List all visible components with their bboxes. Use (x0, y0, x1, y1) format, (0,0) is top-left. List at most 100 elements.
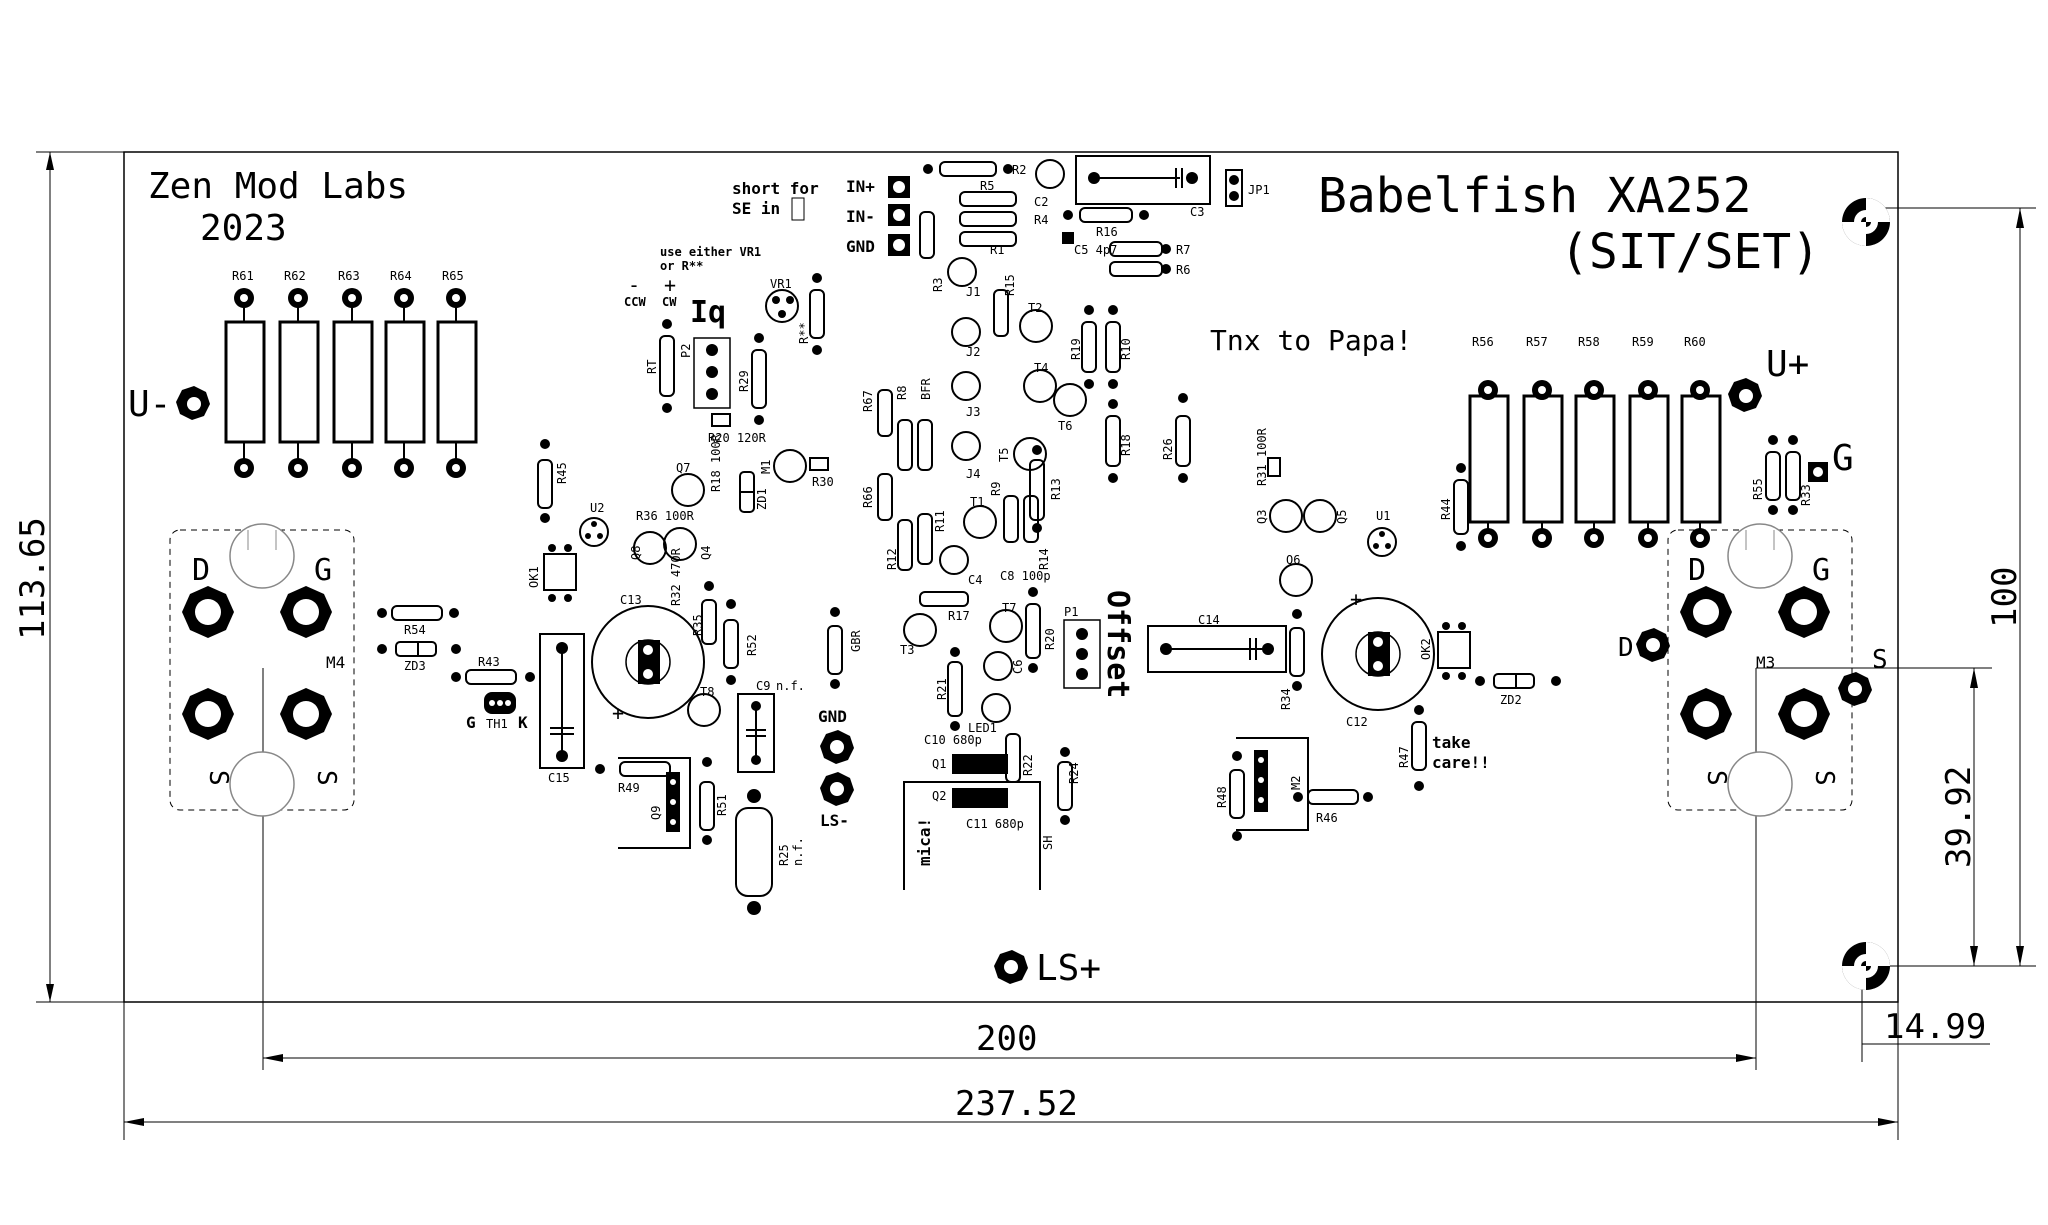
svg-text:P1: P1 (1064, 605, 1078, 619)
svg-text:IN-: IN- (846, 207, 875, 226)
jfet-j1: J1 (947, 257, 980, 299)
jfet-j3: J3 (951, 371, 981, 419)
svg-text:J3: J3 (966, 405, 980, 419)
svg-text:R57: R57 (1526, 335, 1548, 349)
svg-text:T2: T2 (1028, 301, 1042, 315)
svg-text:n.f.: n.f. (776, 679, 805, 693)
mosfet-footprint-m3: D G M3 S S (1667, 523, 1853, 817)
resistor-r4: R4 (959, 211, 1048, 227)
small-capacitors: C2 C4 C6 LED1 C5 4p7 C8 100p R30 R18 100… (636, 159, 1281, 735)
transistor-q3: Q3 (1255, 499, 1303, 533)
svg-text:n.f.: n.f. (791, 837, 805, 866)
svg-text:R2: R2 (1012, 163, 1026, 177)
svg-text:Q8: Q8 (629, 546, 643, 560)
svg-text:R11: R11 (933, 510, 947, 532)
power-resistor-r65: R65 (436, 269, 478, 478)
svg-text:R5: R5 (980, 179, 994, 193)
svg-text:R10: R10 (1119, 338, 1133, 360)
resistor-r49: R49 (595, 761, 671, 795)
resistor-r67: R67 (861, 389, 893, 437)
regulator-u2: U2 (579, 501, 609, 547)
optocoupler-ok1: OK1 (527, 544, 577, 602)
resistor-r35: R35 (691, 581, 717, 645)
resistor-r44: R44 (1439, 463, 1469, 551)
capacitor-c14: C14 (1147, 613, 1287, 673)
svg-text:Q7: Q7 (676, 461, 690, 475)
svg-text:Q5: Q5 (1335, 510, 1349, 524)
svg-text:R46: R46 (1316, 811, 1338, 825)
svg-text:T7: T7 (1002, 601, 1016, 615)
svg-text:R9: R9 (989, 482, 1003, 496)
resistor-r15: R15 (993, 274, 1017, 337)
resistor-r55: R55 (1751, 435, 1781, 515)
svg-text:R13: R13 (1049, 478, 1063, 500)
svg-text:D: D (192, 553, 210, 588)
svg-text:R51: R51 (715, 794, 729, 816)
svg-text:+: + (1350, 587, 1362, 611)
svg-text:C6: C6 (1011, 660, 1025, 674)
resistor-rxx: R** (797, 273, 825, 355)
svg-text:T6: T6 (1058, 419, 1072, 433)
svg-text:C4: C4 (968, 573, 982, 587)
power-resistor-r60: R60 (1680, 335, 1722, 548)
svg-text:R25: R25 (777, 844, 791, 866)
svg-text:R61: R61 (232, 269, 254, 283)
resistor-r16: R16 (1063, 207, 1149, 239)
mosfet-m2: M2 (1236, 737, 1309, 831)
svg-text:GBR: GBR (849, 630, 863, 652)
svg-text:or R**: or R** (660, 259, 703, 273)
transistor-t7: T7 (989, 601, 1023, 643)
svg-text:G: G (466, 713, 476, 732)
dimension-height: 113.65 (13, 151, 124, 1003)
svg-text:CW: CW (662, 295, 677, 309)
svg-text:R8: R8 (895, 386, 909, 400)
optocoupler-ok2: OK2 (1419, 622, 1471, 680)
svg-text:R20 120R: R20 120R (708, 431, 767, 445)
transistor-t3: T3 (900, 613, 937, 657)
resistor-r2: R2 (923, 161, 1026, 177)
transistor-q8: Q8 (629, 531, 667, 565)
resistor-r18: R18 (1105, 399, 1133, 483)
svg-text:M2: M2 (1289, 776, 1303, 790)
capacitor-c3: C3 (1075, 155, 1211, 219)
svg-text:R66: R66 (861, 486, 875, 508)
resistor-r17: R17 (919, 591, 970, 623)
svg-text:J1: J1 (966, 285, 980, 299)
capacitor-c15: C15 (539, 633, 585, 785)
svg-text:R18: R18 (1119, 434, 1133, 456)
svg-text:M4: M4 (326, 653, 345, 672)
dimension-edge-offset-label: 14.99 (1884, 1007, 1986, 1047)
svg-text:R58: R58 (1578, 335, 1600, 349)
svg-text:R15: R15 (1003, 274, 1017, 296)
resistor-r54: R54 (377, 605, 459, 637)
svg-text:R63: R63 (338, 269, 360, 283)
svg-text:+: + (664, 273, 676, 297)
svg-text:use either VR1: use either VR1 (660, 245, 761, 259)
svg-text:T8: T8 (700, 685, 714, 699)
svg-text:S: S (311, 770, 341, 786)
transistor-q1-q2-group: Q1 Q2 mica! SH C10 680p C11 680p (903, 733, 1055, 890)
resistor-r29: R29 (737, 333, 767, 425)
svg-text:M3: M3 (1756, 653, 1775, 672)
svg-text:-: - (628, 273, 640, 297)
svg-text:R62: R62 (284, 269, 306, 283)
resistor-r6: R6 (1109, 261, 1190, 277)
svg-text:R65: R65 (442, 269, 464, 283)
svg-text:R20: R20 (1043, 628, 1057, 650)
capacitor-c2: C2 (1034, 159, 1065, 209)
resistor-bank-right: R56 R57 R58 R59 R60 (1468, 335, 1722, 548)
svg-text:R60: R60 (1684, 335, 1706, 349)
to92-parts: U2 U1 Q7 Q8 Q4 M1 Q3 Q5 Q6 T1 T2 T3 T4 T… (579, 257, 1397, 727)
power-resistor-r63: R63 (332, 269, 374, 478)
svg-text:R7: R7 (1176, 243, 1190, 257)
svg-text:S: S (1872, 645, 1888, 675)
svg-text:R12: R12 (885, 548, 899, 570)
svg-text:Q2: Q2 (932, 789, 946, 803)
svg-text:C13: C13 (620, 593, 642, 607)
svg-text:R33: R33 (1799, 484, 1813, 506)
svg-text:P2: P2 (679, 344, 693, 358)
transistor-t4: T4 (1023, 361, 1057, 403)
svg-text:R55: R55 (1751, 478, 1765, 500)
svg-text:M1: M1 (759, 460, 773, 474)
svg-text:R45: R45 (555, 462, 569, 484)
